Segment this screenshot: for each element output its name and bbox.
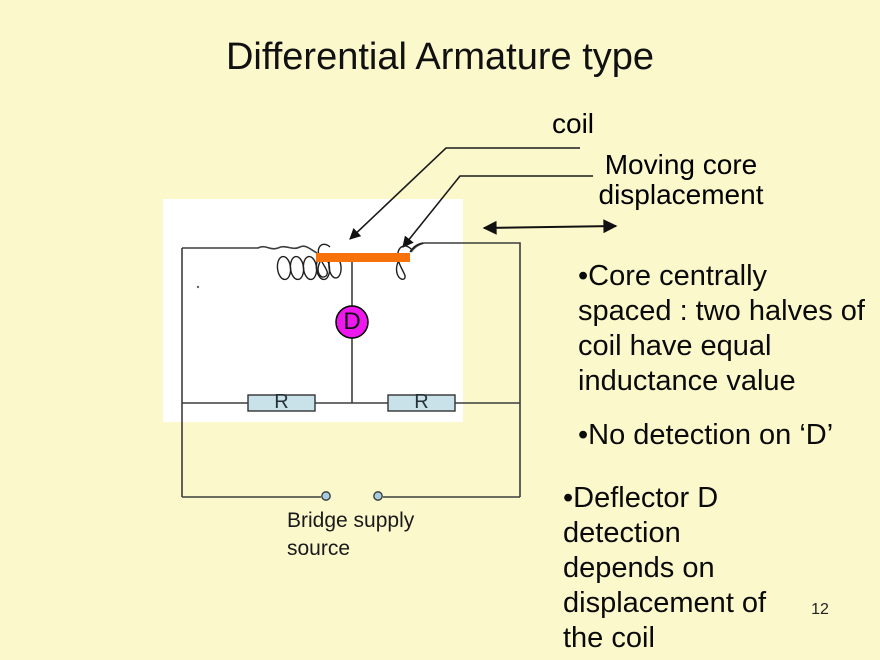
coil-label: coil — [552, 108, 595, 139]
bridge-supply-label: Bridge supply source — [287, 509, 415, 560]
resistor-box-left — [247, 394, 316, 412]
supply-terminal-right — [373, 491, 383, 501]
coil-end-scribble-right — [395, 242, 424, 280]
detector-label: D — [343, 308, 361, 335]
bullet-core-spacing: •Core centrally spaced : two halves of c… — [578, 260, 865, 397]
coil-end-scribble-left — [317, 243, 331, 278]
moving-core-leader-arrow — [402, 175, 593, 248]
coil-leader-arrow — [349, 147, 580, 240]
page-title: Differential Armature type — [225, 36, 655, 78]
top-wire — [182, 245, 318, 254]
page-number: 12 — [811, 601, 829, 618]
resistor-box-right — [387, 394, 456, 412]
circuit-wires — [181, 242, 521, 498]
resistor-label-left: R — [274, 391, 289, 413]
displacement-double-arrow — [482, 219, 618, 235]
speck-dot — [196, 285, 200, 289]
detector-circle — [335, 305, 369, 339]
core-bar — [316, 253, 410, 262]
top-right-wire — [410, 242, 521, 497]
supply-terminal-left — [321, 491, 331, 501]
bullet-deflector: •Deflector D detection depends on displa… — [563, 482, 767, 654]
bullet-no-detection: •No detection on ‘D’ — [578, 419, 834, 451]
moving-core-label: Moving core displacement — [598, 149, 764, 210]
resistor-label-right: R — [414, 391, 429, 413]
